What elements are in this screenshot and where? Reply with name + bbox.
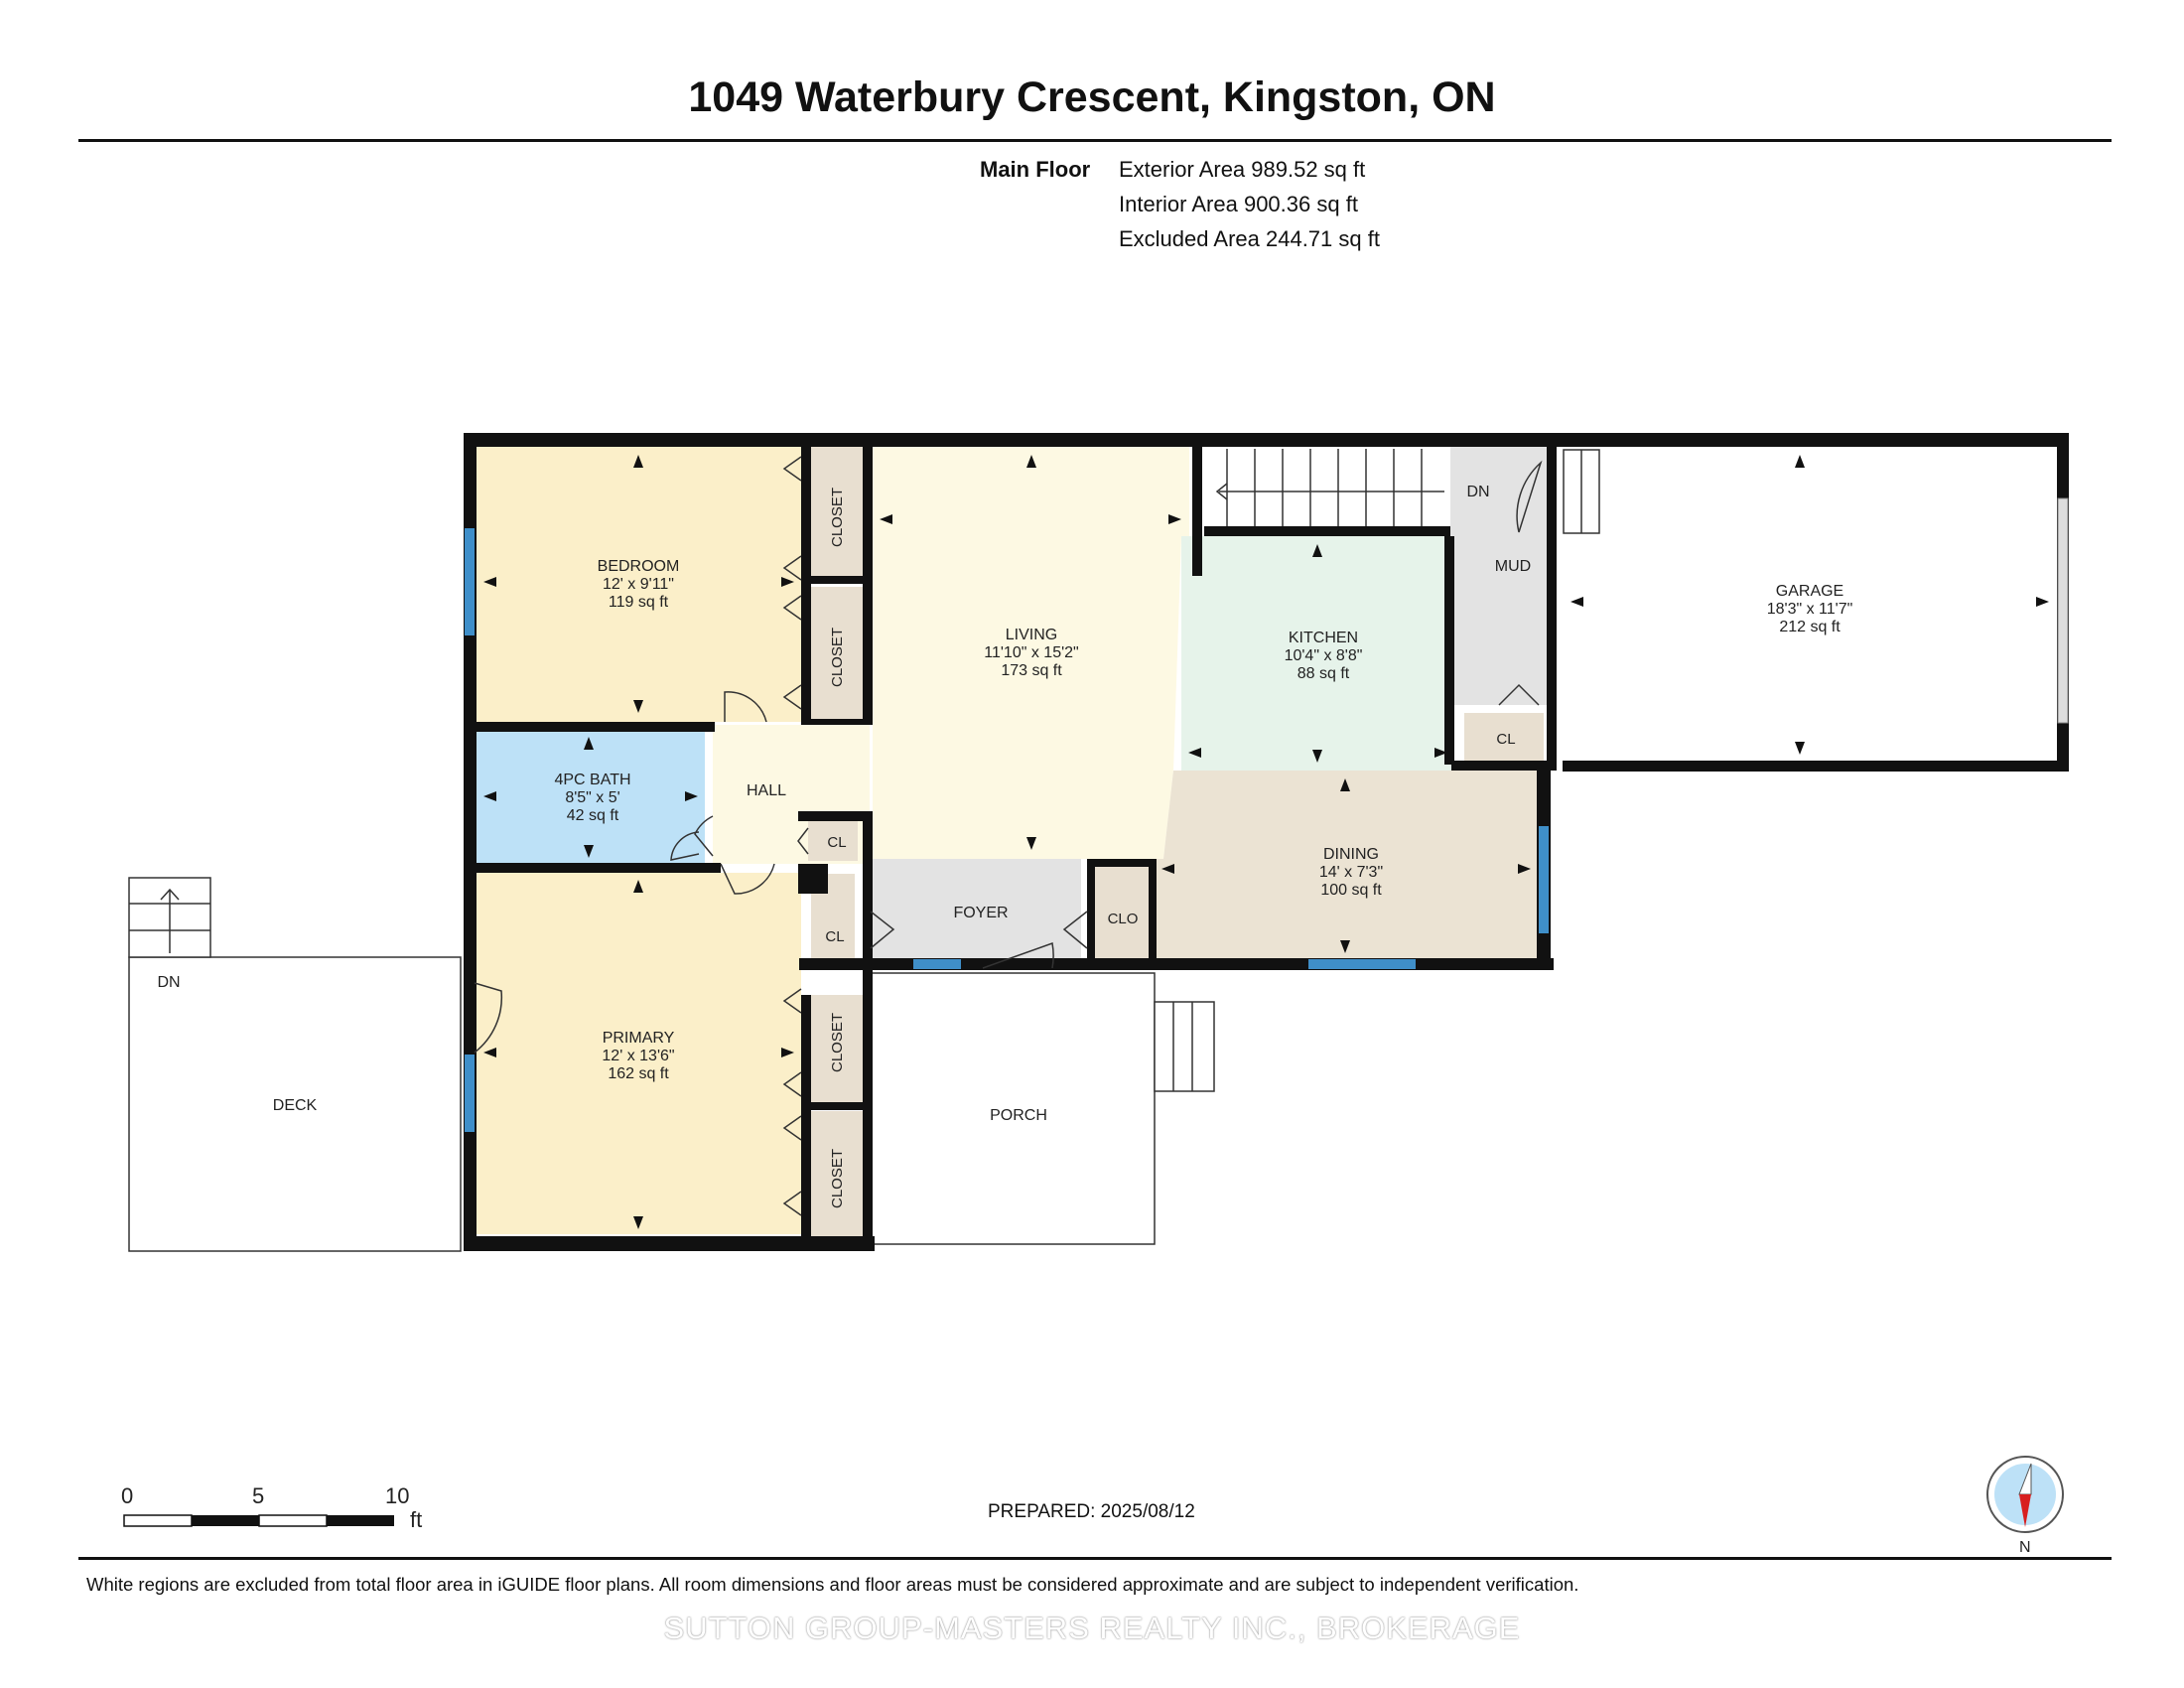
closet-label-2: CLOSET [829, 628, 846, 687]
bedroom-name: BEDROOM [598, 558, 680, 575]
deck [128, 877, 462, 1252]
living-dims: 11'10" x 15'2" [984, 644, 1078, 661]
scale-tick-5: 5 [252, 1483, 264, 1508]
mud-floor [1450, 447, 1547, 705]
closet-label-4: CLOSET [829, 1149, 846, 1208]
exterior-area: Exterior Area 989.52 sq ft [1119, 157, 1366, 182]
stairs-dn-label: DN [1466, 484, 1489, 500]
mud-label: MUD [1495, 558, 1531, 575]
primary-dims: 12' x 13'6" [602, 1048, 674, 1064]
bedroom-dims: 12' x 9'11" [603, 576, 674, 593]
footer-rule [78, 1557, 2112, 1560]
living-floor [871, 447, 1189, 859]
garage-dims: 18'3" x 11'7" [1767, 601, 1853, 618]
hall-label: HALL [747, 782, 786, 799]
foyer-floor [871, 859, 1081, 966]
cl-foyer-label: CL [825, 928, 844, 945]
compass-label: N [2019, 1539, 2031, 1556]
closet-primary-2-floor [811, 1111, 863, 1236]
deck-label: DECK [273, 1097, 318, 1114]
clo-label: CLO [1108, 911, 1139, 927]
cl-mud-floor [1464, 713, 1544, 763]
cl-hall-label: CL [827, 834, 846, 851]
cl-hall-floor [808, 821, 858, 861]
closet-label-1: CLOSET [829, 488, 846, 547]
watermark: SUTTON GROUP-MASTERS REALTY INC., BROKER… [663, 1611, 1521, 1645]
floor-name: Main Floor [980, 157, 1091, 182]
stairs [1215, 449, 1600, 534]
closet-primary-1-floor [811, 995, 863, 1102]
porch [868, 972, 1215, 1245]
bedroom-area: 119 sq ft [609, 594, 669, 611]
dining-name: DINING [1323, 846, 1379, 863]
kitchen-dims: 10'4" x 8'8" [1285, 647, 1363, 664]
garage-name: GARAGE [1776, 583, 1843, 600]
kitchen-floor [1181, 536, 1454, 771]
kitchen-area: 88 sq ft [1297, 665, 1350, 682]
excluded-area: Excluded Area 244.71 sq ft [1119, 226, 1380, 251]
disclaimer: White regions are excluded from total fl… [86, 1574, 1579, 1595]
bath-floor [477, 732, 705, 863]
foyer-label: FOYER [953, 905, 1008, 921]
prepared-date: PREPARED: 2025/08/12 [988, 1501, 1195, 1522]
closet-bedroom-2-floor [811, 587, 863, 719]
clo-floor [1095, 866, 1149, 965]
deck-dn-label: DN [157, 974, 180, 991]
scale-tick-10: 10 [385, 1483, 409, 1508]
walls [464, 433, 2069, 1251]
living-area: 173 sq ft [1001, 662, 1062, 679]
interior-area: Interior Area 900.36 sq ft [1119, 192, 1358, 216]
scale-unit: ft [410, 1507, 422, 1532]
doors [474, 460, 1543, 1054]
bedroom-floor [477, 447, 801, 722]
garage-door [2057, 497, 2069, 724]
bath-area: 42 sq ft [567, 807, 619, 824]
bath-dims: 8'5" x 5' [565, 789, 619, 806]
primary-name: PRIMARY [603, 1030, 675, 1047]
scale-bar [123, 1514, 394, 1527]
page-title: 1049 Waterbury Crescent, Kingston, ON [688, 73, 1496, 121]
porch-label: PORCH [990, 1107, 1047, 1124]
dining-area: 100 sq ft [1320, 882, 1382, 899]
windows [465, 528, 1549, 1132]
dining-floor [1154, 771, 1537, 969]
dining-dims: 14' x 7'3" [1319, 864, 1383, 881]
dimension-arrows [483, 455, 2049, 1229]
closet-doors [782, 456, 1088, 1216]
garage-area: 212 sq ft [1779, 619, 1841, 635]
living-name: LIVING [1006, 627, 1057, 643]
closet-label-3: CLOSET [829, 1013, 846, 1072]
title-rule [78, 139, 2112, 142]
primary-floor [477, 873, 801, 1234]
compass-icon [1986, 1456, 2064, 1533]
kitchen-name: KITCHEN [1289, 630, 1358, 646]
scale-tick-0: 0 [121, 1483, 133, 1508]
garage-floor [1563, 447, 2057, 765]
closet-bedroom-1-floor [811, 447, 863, 579]
bath-name: 4PC BATH [554, 772, 630, 788]
primary-area: 162 sq ft [608, 1065, 669, 1082]
cl-mud-label: CL [1496, 731, 1515, 748]
